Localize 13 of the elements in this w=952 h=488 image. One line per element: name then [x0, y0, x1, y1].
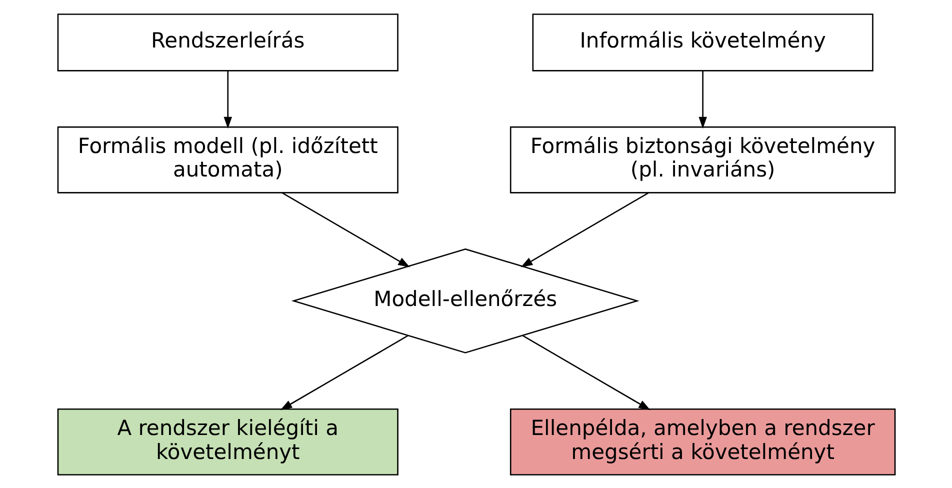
node-box: Formális biztonsági követelmény (pl. invariáns)	[509, 126, 896, 193]
node-box: Formális modell (pl. időzített automata)	[56, 126, 398, 193]
arrow	[522, 334, 650, 410]
node-diamond: Modell-ellenőrzés	[290, 248, 639, 353]
node-box: Rendszerleírás	[56, 13, 398, 71]
arrow	[698, 70, 706, 128]
arrow	[520, 192, 648, 267]
arrow	[280, 334, 408, 410]
node-box: Ellenpélda, amelyben a rendszer megsérti a követelményt	[509, 408, 896, 475]
arrow	[223, 70, 232, 128]
node-box: Informális követelmény	[532, 13, 873, 71]
arrow	[282, 192, 410, 267]
node-box: A rendszer kielégíti a követelményt	[56, 408, 398, 475]
